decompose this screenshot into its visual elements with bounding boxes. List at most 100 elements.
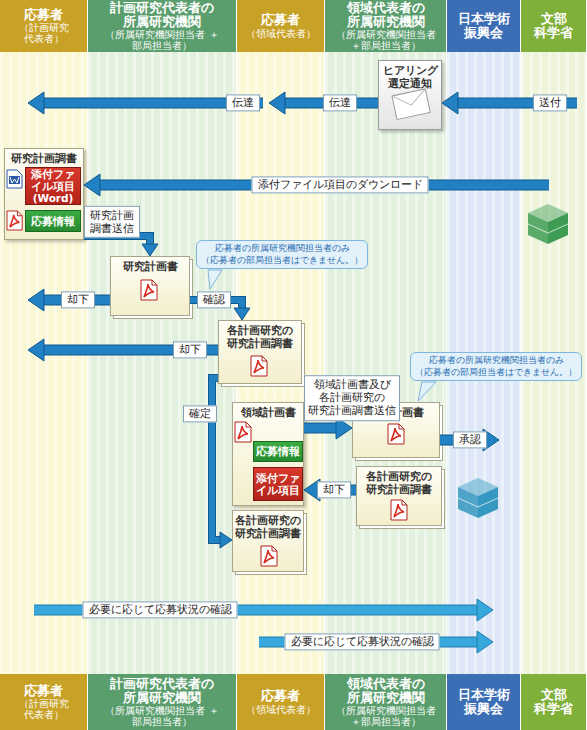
arrow-head <box>28 92 44 114</box>
flow-arrow <box>28 92 263 114</box>
arrow-head <box>269 92 285 114</box>
arrow-label: 必要に応じて応募状況の確認 <box>83 601 238 618</box>
pdf-icon <box>235 422 251 442</box>
lane-header: 応募者（領域代表者） <box>237 0 324 52</box>
lane-subtitle: （領域代表者） <box>246 704 316 715</box>
lane-title: 応募者 <box>261 13 300 27</box>
lane-subtitle: （所属研究機関担当者 ＋部局担当者） <box>329 705 442 727</box>
box-label: 各計画研究の 研究計画調書 <box>219 324 301 349</box>
flow-arrow <box>269 92 378 114</box>
arrow-outline <box>212 378 220 540</box>
lane-title: 領域代表者の 所属研究機関 <box>329 1 442 30</box>
lane-title: 領域代表者の 所属研究機関 <box>329 677 442 706</box>
box-label: 研究計画書 <box>123 260 178 273</box>
box-label: 添付ファイル項目 <box>256 472 300 496</box>
callout-note: 応募者の所属研究機関担当者のみ （応募者の部局担当者はできません。） <box>196 240 368 269</box>
lane-header: 応募者（計画研究 代表者） <box>0 0 87 52</box>
lane-header: 日本学術 振興会 <box>447 674 520 730</box>
callout-tail <box>418 382 436 401</box>
arrow-label: 送付 <box>533 94 567 111</box>
application-info-box: 応募情報 <box>253 441 303 462</box>
lane-title: 応募者 <box>24 684 63 698</box>
box-label: 各計画研究の 研究計画調書 <box>357 470 441 495</box>
flow-arrow <box>304 479 356 501</box>
pdf-icon <box>261 546 277 566</box>
box-label: 研究計画調書 <box>11 152 77 165</box>
lane-header: 計画研究代表者の 所属研究機関（所属研究機関担当者 ＋部局担当者） <box>88 674 236 730</box>
arrow-head <box>84 174 100 196</box>
arrow-label: 領域計画書及び 各計画研究の 研究計画調書送信 <box>304 375 400 421</box>
flow-arrow <box>440 429 499 451</box>
lane-header: 領域代表者の 所属研究機関（所属研究機関担当者 ＋部局担当者） <box>325 674 446 730</box>
arrow-label: 添付ファイル項目のダウンロード <box>252 176 429 193</box>
flow-arrow <box>259 631 493 653</box>
box-label: 添付ファイル項目 (Word) <box>28 168 78 204</box>
lane-title: 計画研究代表者の 所属研究機関 <box>92 1 232 30</box>
lane-header: 応募者（領域代表者） <box>237 674 324 730</box>
pdf-icon <box>7 211 22 230</box>
flow-arrow <box>34 599 493 621</box>
lane-title: 応募者 <box>24 8 63 22</box>
flow-arrow <box>212 378 232 548</box>
arrow-head <box>477 631 493 653</box>
attachment-box: 添付ファイル項目 <box>253 467 303 501</box>
flow-arrow <box>84 236 158 256</box>
arrow-head <box>477 599 493 621</box>
arrow-label: 却下 <box>61 291 95 308</box>
callout-tail <box>208 270 222 289</box>
arrow-label: 伝達 <box>226 94 260 111</box>
document-group: 領域計画書応募情報添付ファイル項目 <box>232 402 304 506</box>
lane-subtitle: （計画研究 代表者） <box>4 22 83 44</box>
flow-arrow <box>28 289 110 311</box>
arrow-label: 確認 <box>197 291 231 308</box>
lane-title: 文部 科学省 <box>525 688 582 717</box>
arrow-head <box>442 92 458 114</box>
lane-header: 計画研究代表者の 所属研究機関（所属研究機関担当者 ＋部局担当者） <box>88 0 236 52</box>
arrow-label: 伝達 <box>323 94 357 111</box>
arrow-head <box>234 308 250 320</box>
arrow-shaft <box>304 424 336 433</box>
pdf-icon <box>251 356 267 376</box>
box-label: 応募情報 <box>31 215 75 227</box>
arrow-label: 必要に応じて応募状況の確認 <box>285 633 440 650</box>
lane-title: 文部 科学省 <box>525 12 582 41</box>
callout-note: 応募者の所属研究機関担当者のみ （応募者の部局担当者はできません。） <box>410 352 582 381</box>
attachment-box: 添付ファイル項目 (Word) <box>25 167 81 205</box>
notice-paper-icon <box>392 89 430 120</box>
arrow-label: 研究計画 調書送信 <box>84 206 140 238</box>
lane-header: 領域代表者の 所属研究機関（所属研究機関担当者 ＋部局担当者） <box>325 0 446 52</box>
box-label: 各計画研究の 研究計画調書 <box>233 514 303 539</box>
lane-title: 日本学術 振興会 <box>451 688 516 717</box>
flow-arrow <box>442 92 577 114</box>
box-label: 領域計画書 <box>241 406 296 419</box>
lane-subtitle: （所属研究機関担当者 ＋部局担当者） <box>92 29 232 51</box>
application-info-box: 応募情報 <box>25 210 81 232</box>
box-label: 応募情報 <box>256 445 300 457</box>
arrow-head <box>28 339 44 361</box>
pdf-icon <box>391 500 407 520</box>
lane-title: 日本学術 振興会 <box>451 12 516 41</box>
lane-header: 日本学術 振興会 <box>447 0 520 52</box>
arrow-label: 却下 <box>317 481 351 498</box>
server-icon <box>458 478 498 518</box>
arrow-head <box>28 289 44 311</box>
lane-subtitle: （領域代表者） <box>246 28 316 39</box>
swim-lane: 計画研究代表者の 所属研究機関（所属研究機関担当者 ＋部局担当者）計画研究代表者… <box>88 0 237 730</box>
lane-subtitle: （所属研究機関担当者 ＋部局担当者） <box>92 705 232 727</box>
pdf-icon <box>141 280 157 300</box>
box-label: ヒアリング 選定通知 <box>379 64 441 89</box>
flow-arrow <box>84 174 549 196</box>
arrow-label: 承認 <box>453 431 487 448</box>
word-file-icon <box>7 170 22 188</box>
arrow-head <box>220 532 232 548</box>
lane-title: 応募者 <box>261 689 300 703</box>
arrow-label: 却下 <box>173 341 207 358</box>
lane-header: 文部 科学省 <box>521 674 586 730</box>
lane-header: 文部 科学省 <box>521 0 586 52</box>
lane-header: 応募者（計画研究 代表者） <box>0 674 87 730</box>
lane-subtitle: （計画研究 代表者） <box>4 698 83 720</box>
flow-arrow <box>28 339 218 361</box>
arrow-head <box>142 244 158 256</box>
